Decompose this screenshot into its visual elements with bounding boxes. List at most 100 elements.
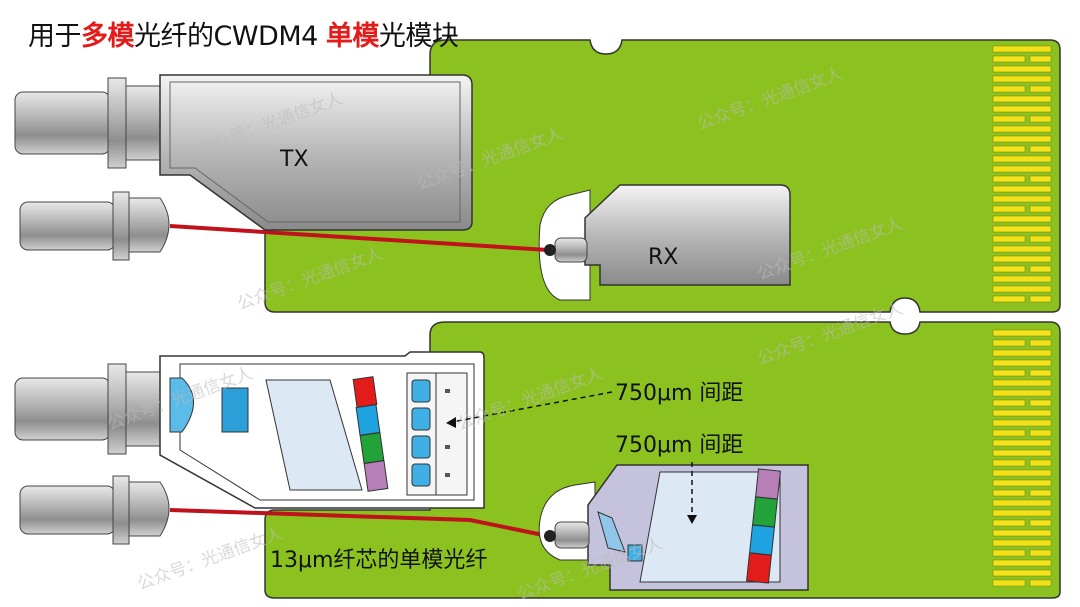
edge-pin bbox=[992, 285, 1052, 293]
edge-pin bbox=[992, 155, 1052, 163]
lasers bbox=[411, 379, 450, 487]
title-text: 光模块 bbox=[378, 21, 459, 52]
fiber-label: 13μm纤芯的单模光纤 bbox=[270, 548, 487, 573]
tx-can bbox=[159, 74, 473, 231]
edge-pin bbox=[992, 449, 1052, 457]
edge-pin bbox=[1029, 339, 1052, 347]
edge-pin bbox=[992, 85, 1026, 93]
tx-lens bbox=[169, 377, 194, 433]
edge-pin bbox=[1029, 235, 1052, 243]
edge-pin bbox=[992, 265, 1026, 273]
pitch-label-tx: 750μm 间距 bbox=[615, 381, 743, 406]
edge-pin bbox=[992, 115, 1026, 123]
edge-pin bbox=[1029, 85, 1052, 93]
rx-fiber-connector bbox=[19, 191, 170, 261]
edge-pin bbox=[1029, 145, 1052, 153]
edge-pin bbox=[1029, 519, 1052, 527]
edge-pin bbox=[992, 145, 1026, 153]
edge-pin bbox=[992, 469, 1052, 477]
edge-pin bbox=[1029, 175, 1052, 183]
fiber-top bbox=[169, 224, 549, 252]
rx-filters bbox=[746, 468, 781, 584]
edge-pin bbox=[992, 195, 1052, 203]
edge-pin bbox=[992, 95, 1052, 103]
edge-pin bbox=[992, 75, 1052, 83]
edge-pin bbox=[1029, 265, 1052, 273]
edge-pin bbox=[992, 419, 1052, 427]
edge-pin bbox=[992, 329, 1052, 337]
edge-pin bbox=[992, 479, 1052, 487]
title-text: 光纤的CWDM4 bbox=[134, 21, 326, 52]
edge-pin bbox=[1029, 429, 1052, 437]
edge-pin bbox=[992, 339, 1026, 347]
edge-pin bbox=[992, 369, 1026, 377]
edge-pin bbox=[992, 125, 1052, 133]
edge-pin bbox=[992, 429, 1026, 437]
pitch-label-rx: 750μm 间距 bbox=[615, 433, 743, 458]
tx-fiber-connector bbox=[14, 77, 162, 169]
edge-pin bbox=[1029, 579, 1052, 587]
demux-block bbox=[639, 471, 781, 583]
edge-pin bbox=[992, 135, 1052, 143]
tx-label: TX bbox=[279, 147, 309, 172]
tx-fiber-connector-bottom bbox=[14, 363, 162, 455]
edge-pin bbox=[992, 499, 1052, 507]
edge-pin bbox=[992, 45, 1052, 53]
rx-fiber-connector-bottom bbox=[19, 475, 170, 545]
edge-pin bbox=[992, 399, 1026, 407]
edge-pin bbox=[992, 539, 1052, 547]
edge-pin bbox=[992, 245, 1052, 253]
edge-pin bbox=[992, 529, 1052, 537]
edge-pin bbox=[1029, 115, 1052, 123]
rx-lens bbox=[627, 544, 643, 562]
edge-pin bbox=[992, 359, 1052, 367]
edge-pin bbox=[992, 549, 1026, 557]
edge-pin bbox=[992, 165, 1052, 173]
edge-pin bbox=[992, 389, 1052, 397]
edge-pin bbox=[992, 519, 1026, 527]
edge-pin bbox=[1029, 549, 1052, 557]
edge-pin bbox=[992, 255, 1052, 263]
page-title: 用于多模光纤的CWDM4 单模光模块 bbox=[28, 14, 459, 53]
edge-pin bbox=[992, 459, 1026, 467]
rx-prism bbox=[597, 511, 626, 553]
edge-pin bbox=[992, 55, 1026, 63]
isolator bbox=[221, 387, 249, 433]
edge-pin bbox=[992, 225, 1052, 233]
edge-pin bbox=[992, 205, 1026, 213]
fiber-bottom bbox=[169, 508, 549, 538]
edge-pin bbox=[992, 235, 1026, 243]
edge-pin bbox=[992, 65, 1052, 73]
edge-pin bbox=[1029, 489, 1052, 497]
edge-pin bbox=[992, 175, 1026, 183]
rx-can bbox=[584, 184, 791, 286]
edge-pin bbox=[1029, 55, 1052, 63]
pitch-arrow-tx bbox=[451, 391, 613, 423]
edge-pin bbox=[992, 349, 1052, 357]
edge-pin bbox=[992, 439, 1052, 447]
title-highlight-multimode: 多模 bbox=[81, 21, 135, 52]
edge-pin bbox=[1029, 205, 1052, 213]
edge-pin bbox=[1029, 369, 1052, 377]
edge-pin bbox=[992, 185, 1052, 193]
edge-pin bbox=[992, 105, 1052, 113]
edge-pin bbox=[992, 489, 1026, 497]
tx-filters bbox=[352, 376, 389, 492]
edge-pin bbox=[1029, 459, 1052, 467]
edge-pin bbox=[992, 579, 1026, 587]
edge-pin bbox=[992, 275, 1052, 283]
edge-pin bbox=[992, 559, 1052, 567]
edge-pin bbox=[1029, 295, 1052, 303]
title-highlight-singlemode: 单模 bbox=[325, 21, 380, 52]
edge-pin bbox=[992, 295, 1026, 303]
rx-label: RX bbox=[648, 245, 678, 270]
edge-pin bbox=[1029, 399, 1052, 407]
edge-pin bbox=[992, 569, 1052, 577]
edge-pin bbox=[992, 409, 1052, 417]
rx-receptacle bbox=[554, 237, 588, 263]
edge-pin bbox=[992, 379, 1052, 387]
edge-pin bbox=[992, 509, 1052, 517]
edge-connector-top bbox=[992, 45, 1052, 303]
